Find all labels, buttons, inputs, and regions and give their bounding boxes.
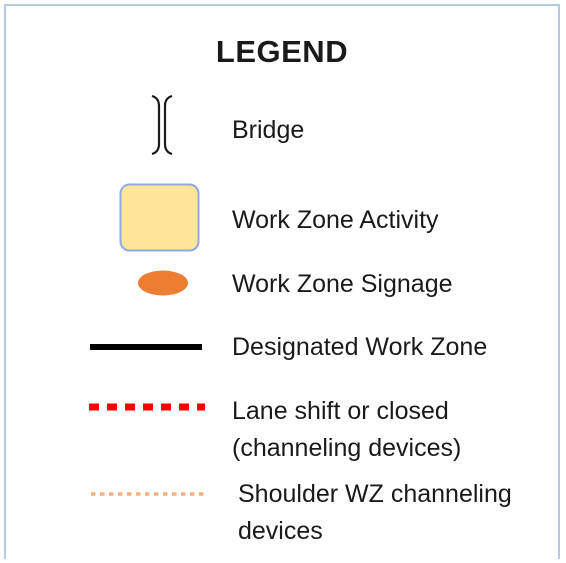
legend-label-lane-shift-line1: Lane shift or closed — [232, 397, 449, 425]
legend-label-shoulder-wz-line1: Shoulder WZ channeling — [238, 480, 512, 508]
lane-shift-line — [89, 403, 205, 411]
legend-label-work-zone-signage: Work Zone Signage — [232, 270, 453, 298]
legend-label-designated-work-zone: Designated Work Zone — [232, 333, 488, 361]
legend-title: LEGEND — [215, 34, 349, 69]
designated-work-zone-line — [90, 344, 202, 350]
legend-label-bridge: Bridge — [232, 116, 305, 144]
legend-panel: LEGEND Bridge Work Zone Activity Work Zo… — [4, 4, 560, 559]
work-zone-activity-swatch — [119, 183, 200, 252]
shoulder-wz-line — [91, 492, 205, 496]
legend-label-work-zone-activity: Work Zone Activity — [232, 206, 439, 234]
legend-label-lane-shift-line2: (channeling devices) — [232, 434, 462, 462]
work-zone-signage-swatch — [138, 270, 188, 296]
bridge-icon — [151, 94, 173, 156]
legend-label-shoulder-wz-line2: devices — [238, 517, 323, 545]
